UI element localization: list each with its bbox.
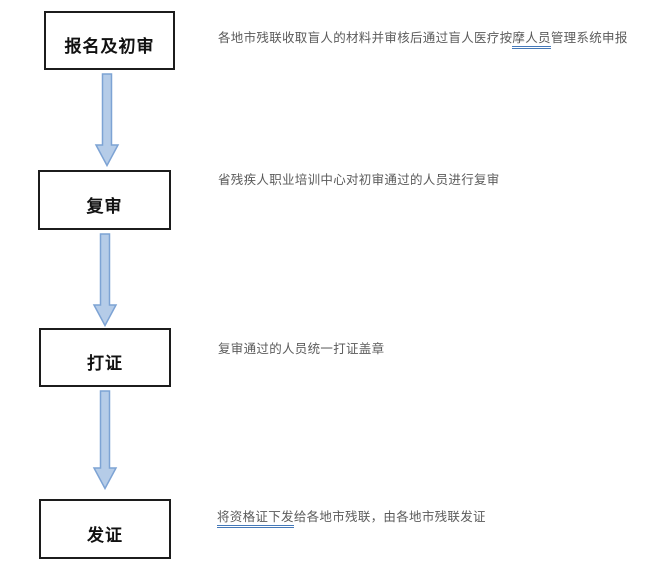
flow-box-registration: 报名及初审 (44, 11, 175, 70)
step4-description: 将资格证下发给各地市残联，由各地市残联发证 (217, 509, 486, 528)
flow-box-review: 复审 (38, 170, 171, 230)
underlined-text: 摩人员 (512, 31, 551, 49)
step3-description: 复审通过的人员统一打证盖章 (218, 341, 384, 357)
flow-box-label: 打证 (87, 354, 123, 374)
description-text: 管理系统申报 (550, 31, 628, 45)
description-text: 省残疾人职业培训中心对初审通过的人员进行复审 (218, 173, 500, 187)
flow-box-label: 复审 (86, 196, 123, 217)
flow-box-label: 报名及初审 (64, 37, 155, 57)
down-arrow-icon (92, 233, 118, 327)
flow-box-issue-certificate: 发证 (39, 499, 171, 559)
description-text: 各地市残联收取盲人的材料并审核后通过盲人医疗按 (218, 31, 513, 45)
underlined-text: 将资格证下发 (217, 510, 294, 528)
step1-description: 各地市残联收取盲人的材料并审核后通过盲人医疗按摩人员管理系统申报 (218, 30, 628, 49)
down-arrow-icon (92, 390, 118, 490)
down-arrow-icon (94, 73, 120, 167)
flow-box-print-certificate: 打证 (39, 328, 171, 387)
step2-description: 省残疾人职业培训中心对初审通过的人员进行复审 (218, 172, 500, 188)
flow-box-label: 发证 (87, 525, 123, 546)
description-text: 复审通过的人员统一打证盖章 (218, 342, 385, 356)
description-text: 给各地市残联，由各地市残联发证 (293, 510, 486, 524)
